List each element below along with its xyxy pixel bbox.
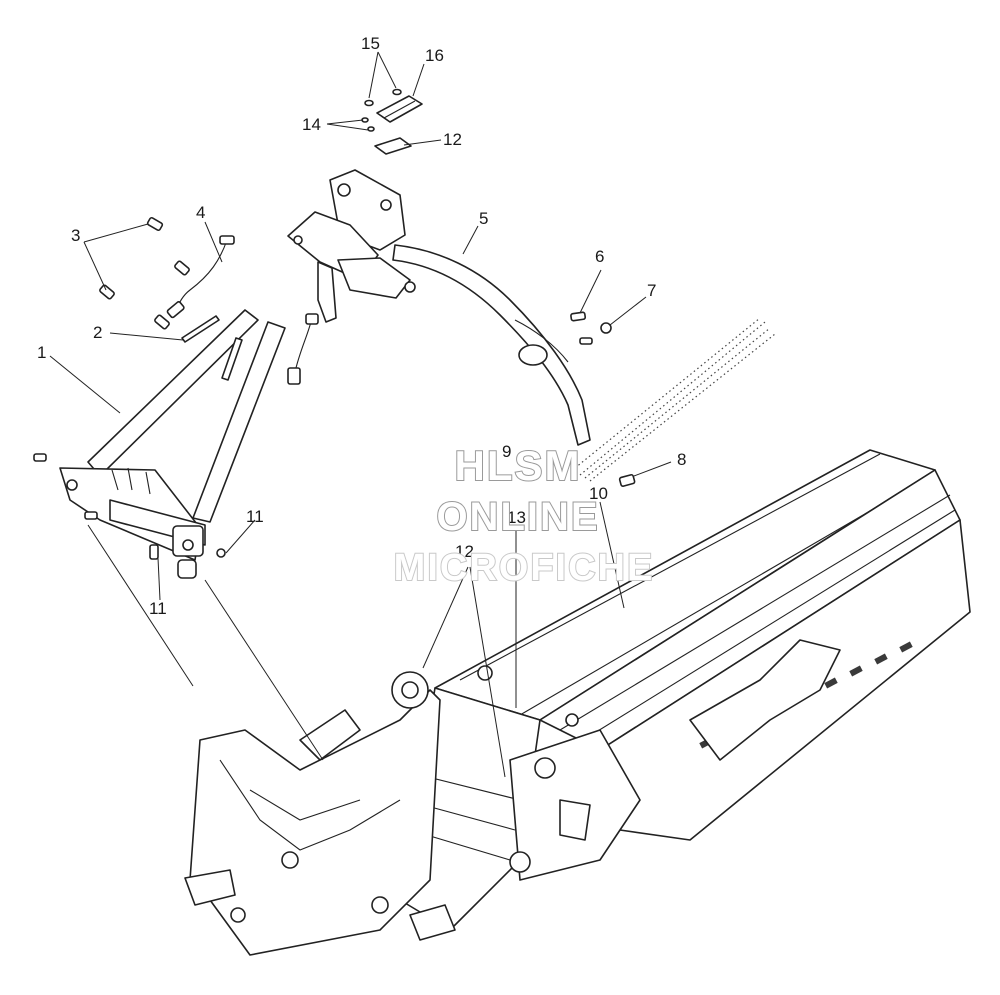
wire-harness-4: [166, 235, 319, 385]
watermark-line-2: ONLINE: [436, 495, 599, 539]
bolts-3: [99, 216, 190, 330]
steering-support-5: [287, 169, 591, 446]
front-frame-1: [59, 309, 286, 579]
callout-6: 6: [595, 247, 604, 266]
strip-2: [181, 315, 220, 343]
bulkhead: [184, 671, 456, 956]
bolt-6: [570, 311, 593, 345]
callout-3: 3: [71, 226, 80, 245]
tunnel: [399, 449, 971, 931]
leader-lines: [49, 51, 672, 778]
callout-12-mid: 12: [455, 542, 474, 561]
pad-12-top: [374, 137, 412, 155]
nut-7: [600, 322, 612, 334]
nuts-14: [361, 117, 375, 132]
callout-5: 5: [479, 209, 488, 228]
callout-1: 1: [37, 343, 46, 362]
callout-14: 14: [302, 115, 321, 134]
screws-15: [364, 88, 402, 107]
callout-16: 16: [425, 46, 444, 65]
callout-11-left: 11: [149, 599, 167, 618]
callout-4: 4: [196, 203, 205, 222]
callout-11-right: 11: [246, 507, 264, 526]
callout-15: 15: [361, 34, 380, 53]
watermark-line-1: HLSM: [455, 442, 582, 489]
callout-8: 8: [677, 450, 686, 469]
callout-9: 9: [502, 442, 511, 461]
watermark-line-3: MICROFICHE: [394, 547, 655, 589]
cable-bundle: [574, 317, 776, 482]
callout-12-top: 12: [443, 130, 462, 149]
callouts: 15 16 14 12 4 3 5 6 7 2 1 9 8 10 11 13 1…: [37, 34, 686, 618]
plate-16: [376, 95, 423, 123]
bolt-8: [618, 473, 636, 487]
watermark: HLSM ONLINE MICROFICHE: [393, 441, 655, 590]
callout-7: 7: [647, 281, 656, 300]
callout-13: 13: [507, 508, 526, 527]
callout-10: 10: [589, 484, 608, 503]
bolts-11: [33, 453, 226, 560]
callout-2: 2: [93, 323, 102, 342]
